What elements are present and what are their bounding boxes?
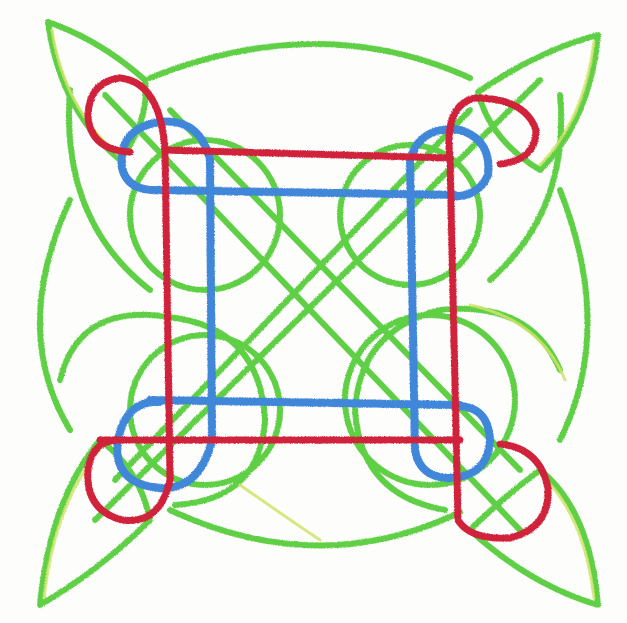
highlight-side-right [470,305,565,380]
green-outer-arc-top [150,44,470,78]
green-outer-arc-bottom [170,510,460,546]
highlight-bottom [240,485,320,540]
green-outer-arc-left [40,200,70,430]
red-band-left [165,150,170,480]
highlight-leaf-top-left [52,30,122,158]
blue-band-left [210,160,212,440]
red-loop-bottom-right [458,444,548,538]
blue-band-right [410,160,415,450]
green-outer-arc-right [560,190,588,440]
green-circle-top-left [130,140,280,290]
red-band-right [450,158,458,520]
highlight-leaf-top-right [540,42,594,165]
